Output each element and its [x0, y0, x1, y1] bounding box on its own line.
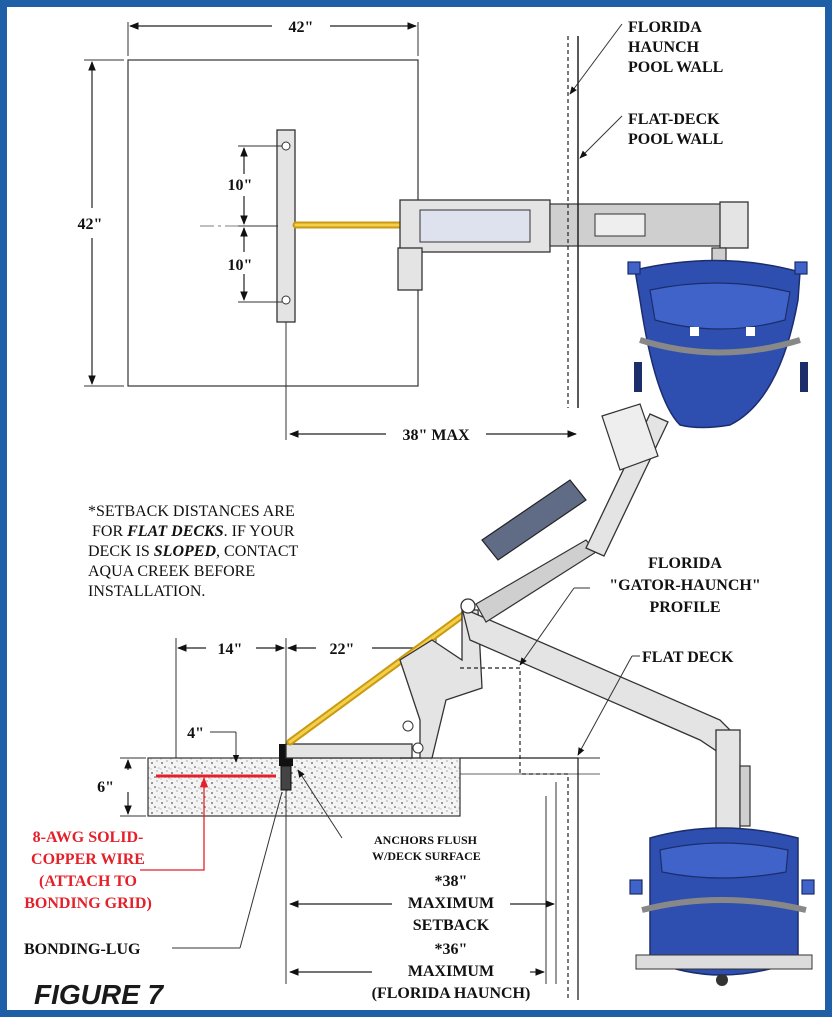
- main-arm: [461, 606, 741, 761]
- bonding-lug-label: BONDING-LUG: [24, 941, 141, 958]
- anchors-label-2: W/DECK SURFACE: [372, 849, 481, 863]
- side-dim-right: 22": [330, 641, 355, 658]
- upper-spacing-dim: 10": [228, 177, 253, 194]
- svg-text:DECK IS SLOPED, CONTACT: DECK IS SLOPED, CONTACT: [88, 543, 299, 560]
- battery-box: [481, 479, 587, 561]
- florida-wall-label-3: POOL WALL: [628, 59, 723, 76]
- note-line-2c: . IF YOUR: [224, 523, 295, 540]
- gator-haunch-profile: [460, 667, 569, 1000]
- top-height-dim: 42": [78, 216, 103, 233]
- actuator-cap: [601, 403, 659, 471]
- side-view: 14" 22" 4" 6": [24, 403, 815, 1002]
- note-line-3a: DECK IS: [88, 543, 154, 560]
- lower-spacing-dim: 10": [228, 257, 253, 274]
- setback-flat-3: SETBACK: [413, 917, 490, 934]
- note-line-4: AQUA CREEK BEFORE: [88, 563, 255, 580]
- top-view: 42" 42" 10" 10": [78, 19, 808, 444]
- seat-top-view: [627, 247, 808, 429]
- setback-note: *SETBACK DISTANCES ARE FOR FLAT DECKS. I…: [88, 503, 299, 600]
- seat-post: [715, 729, 741, 831]
- setback-flat-1: *38": [435, 873, 468, 890]
- gator-label-3: PROFILE: [649, 599, 720, 616]
- florida-wall-label-2: HAUNCH: [628, 39, 700, 56]
- flat-wall-label-1: FLAT-DECK: [628, 111, 720, 128]
- top-width-dim: 42": [289, 19, 314, 36]
- reach-dim: 38" MAX: [402, 427, 470, 444]
- seat-side-view: [629, 827, 815, 986]
- setback-florida-2: MAXIMUM: [408, 963, 494, 980]
- slab-depth-dim: 6": [97, 779, 114, 796]
- wire-label-1: 8-AWG SOLID-: [33, 829, 144, 846]
- setback-florida-1: *36": [435, 941, 468, 958]
- handle-top: [397, 247, 423, 291]
- note-line-3c: , CONTACT: [216, 543, 299, 560]
- setback-florida-3: (FLORIDA HAUNCH): [372, 985, 531, 1002]
- setback-flat-2: MAXIMUM: [408, 895, 494, 912]
- flat-deck-label: FLAT DECK: [642, 649, 734, 666]
- gator-label-2: "GATOR-HAUNCH": [609, 577, 760, 594]
- note-flat-decks: FLAT DECKS: [126, 523, 224, 540]
- figure-label: FIGURE 7: [34, 979, 165, 1010]
- note-sloped: SLOPED: [154, 543, 217, 560]
- side-dim-left: 14": [218, 641, 243, 658]
- base-arm: [285, 743, 413, 759]
- wire-label-2: COPPER WIRE: [31, 851, 145, 868]
- wire-label-3: (ATTACH TO: [39, 873, 137, 890]
- note-line-2a: FOR: [92, 523, 127, 540]
- flat-wall-label-2: POOL WALL: [628, 131, 723, 148]
- florida-wall-label-1: FLORIDA: [628, 19, 702, 36]
- note-line-5: INSTALLATION.: [88, 583, 205, 600]
- bonding-lug-part: [280, 765, 292, 791]
- wire-label-4: BONDING GRID): [24, 895, 152, 912]
- svg-text:FOR FLAT DECKS. IF YOUR: FOR FLAT DECKS. IF YOUR: [92, 523, 295, 540]
- note-line-1: *SETBACK DISTANCES ARE: [88, 503, 295, 520]
- gator-label-1: FLORIDA: [648, 555, 722, 572]
- concrete-slab: [147, 757, 461, 817]
- flat-deck-profile: [460, 757, 579, 1000]
- base-plate: [276, 129, 296, 323]
- anchor-depth-dim: 4": [187, 725, 204, 742]
- anchors-label-1: ANCHORS FLUSH: [374, 833, 478, 847]
